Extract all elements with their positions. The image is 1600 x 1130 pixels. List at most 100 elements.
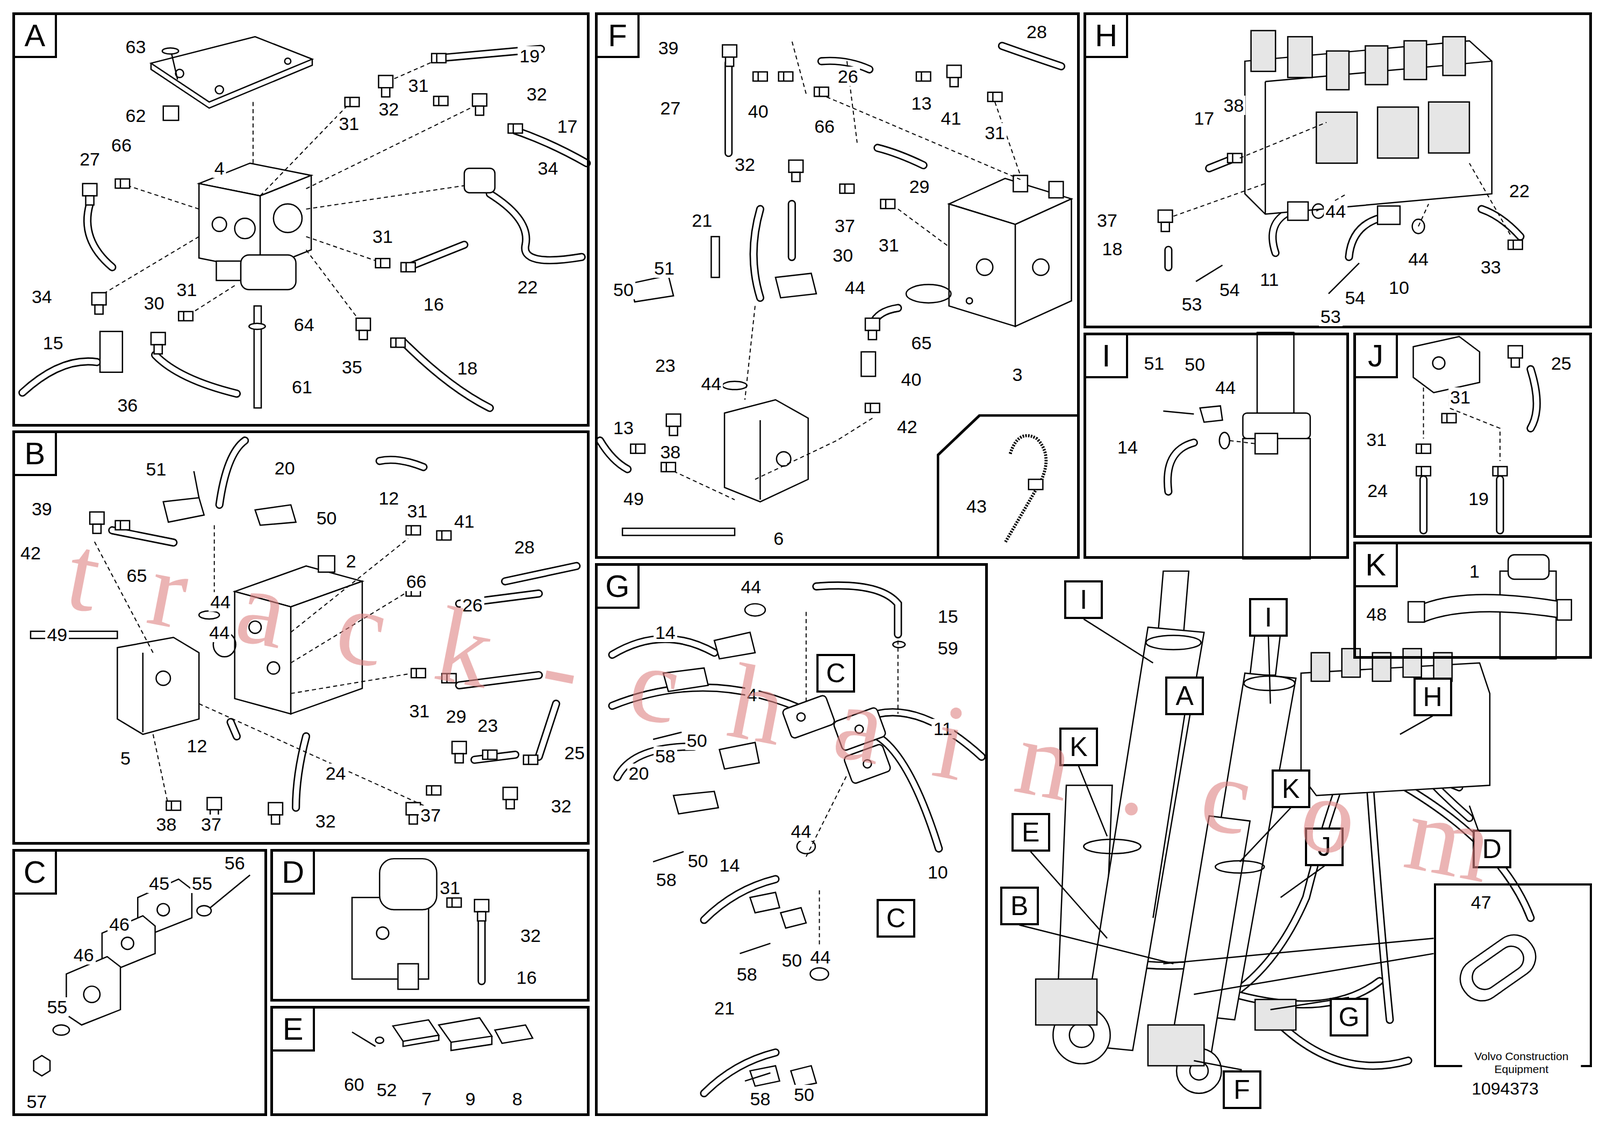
callout-number: 26	[460, 595, 485, 615]
callout-number: 39	[656, 38, 681, 58]
callout-number: 43	[964, 497, 989, 516]
panel-letter: D	[273, 851, 315, 895]
callout-number: 65	[909, 333, 934, 353]
callout-number: 38	[1221, 95, 1246, 116]
callout-number: 22	[1507, 181, 1532, 201]
callout-number: 33	[1479, 257, 1503, 277]
inset-panel: 43	[936, 414, 1080, 560]
panel-letter: J	[1355, 335, 1398, 379]
callout-number: 57	[24, 1092, 49, 1112]
callout-number: 26	[836, 66, 860, 86]
panel-letter: A	[15, 15, 57, 59]
callout-number: 23	[653, 355, 678, 376]
callout-number: 2	[344, 551, 358, 571]
callout-number: 27	[77, 149, 102, 169]
callout-number: 31	[370, 226, 395, 247]
callout-number: 32	[549, 796, 573, 816]
callout-number: 44	[738, 577, 763, 597]
callout-number: 29	[907, 176, 932, 197]
view-callout: I	[1064, 580, 1103, 620]
callout-number: 27	[658, 98, 683, 118]
callout-number: 44	[843, 277, 867, 298]
callout-number: 11	[931, 719, 954, 739]
callout-number: 4	[745, 685, 759, 705]
view-letter: B	[1010, 892, 1029, 920]
callout-number: 28	[1024, 22, 1049, 42]
callout-number: 50	[779, 950, 804, 971]
callout-number: 44	[808, 947, 833, 967]
callout-number: 44	[208, 592, 233, 612]
callout-number: 41	[452, 511, 477, 532]
callout-number: 36	[115, 395, 140, 415]
detail-panel: A	[12, 12, 591, 427]
callout-number: 31	[983, 123, 1007, 143]
callout-number: 59	[936, 638, 960, 658]
callout-number: 31	[438, 878, 462, 898]
callout-number: 18	[455, 358, 480, 378]
view-callout: A	[1165, 676, 1204, 716]
callout-number: 12	[376, 488, 401, 508]
callout-number: 38	[154, 814, 179, 835]
callout-number: 17	[555, 116, 580, 136]
callout-number: 24	[1365, 481, 1390, 501]
view-callout: F	[1222, 1070, 1262, 1110]
panel-letter: I	[1086, 335, 1129, 379]
callout-number: 50	[792, 1085, 816, 1105]
callout-number: 24	[324, 763, 348, 784]
callout-number: 48	[1364, 604, 1389, 624]
callout-number: 52	[375, 1080, 399, 1100]
callout-number: 31	[405, 501, 430, 521]
callout-number: 37	[418, 805, 443, 825]
view-callout: K	[1059, 727, 1099, 767]
view-callout: C	[816, 654, 856, 693]
callout-number: 66	[404, 571, 429, 592]
callout-number: 3	[1010, 364, 1024, 385]
callout-number: 55	[45, 997, 69, 1017]
callout-number: 53	[1318, 306, 1343, 327]
panel-letter: F	[597, 15, 640, 59]
callout-number: 10	[1387, 277, 1411, 298]
view-letter: J	[1317, 833, 1332, 861]
view-letter: D	[1482, 835, 1502, 863]
callout-number: 22	[515, 277, 540, 297]
callout-number: 60	[342, 1074, 367, 1095]
callout-number: 31	[406, 75, 431, 96]
callout-number: 31	[407, 701, 432, 721]
panel-letter: E	[273, 1008, 315, 1052]
callout-number: 25	[562, 743, 587, 763]
callout-number: 65	[124, 565, 149, 586]
callout-number: 51	[1142, 353, 1166, 373]
callout-number: 23	[476, 715, 500, 736]
view-letter: A	[1175, 682, 1194, 710]
callout-number: 50	[314, 508, 339, 528]
callout-number: 4	[212, 158, 227, 178]
inset-panel: 47	[1433, 883, 1592, 1068]
detail-panel: C	[12, 849, 268, 1117]
callout-number: 35	[340, 357, 364, 377]
panel-letter: C	[15, 851, 57, 895]
callout-number: 44	[788, 821, 813, 842]
view-letter: C	[886, 905, 906, 932]
callout-number: 44	[1406, 249, 1431, 269]
callout-number: 58	[654, 870, 679, 890]
callout-number: 53	[1180, 294, 1204, 314]
callout-number: 9	[463, 1089, 478, 1109]
callout-number: 6	[771, 528, 786, 549]
detail-panel: F 43	[594, 12, 1080, 560]
callout-number: 40	[899, 369, 924, 390]
callout-number: 45	[147, 873, 171, 894]
callout-number: 7	[419, 1089, 434, 1109]
panel-letter: H	[1086, 15, 1129, 59]
panel-letter: K	[1355, 544, 1398, 588]
view-letter: G	[1338, 1003, 1360, 1031]
panel-letter: B	[15, 433, 57, 477]
callout-number: 47	[1469, 893, 1494, 912]
callout-number: 18	[1100, 239, 1125, 259]
callout-number: 32	[313, 811, 338, 831]
callout-number: 32	[376, 99, 401, 119]
callout-number: 31	[1364, 429, 1389, 450]
publisher-name: Volvo Construction Equipment	[1461, 1049, 1581, 1077]
view-callout: B	[1000, 886, 1039, 926]
callout-number: 46	[72, 945, 96, 965]
callout-number: 46	[107, 914, 132, 935]
